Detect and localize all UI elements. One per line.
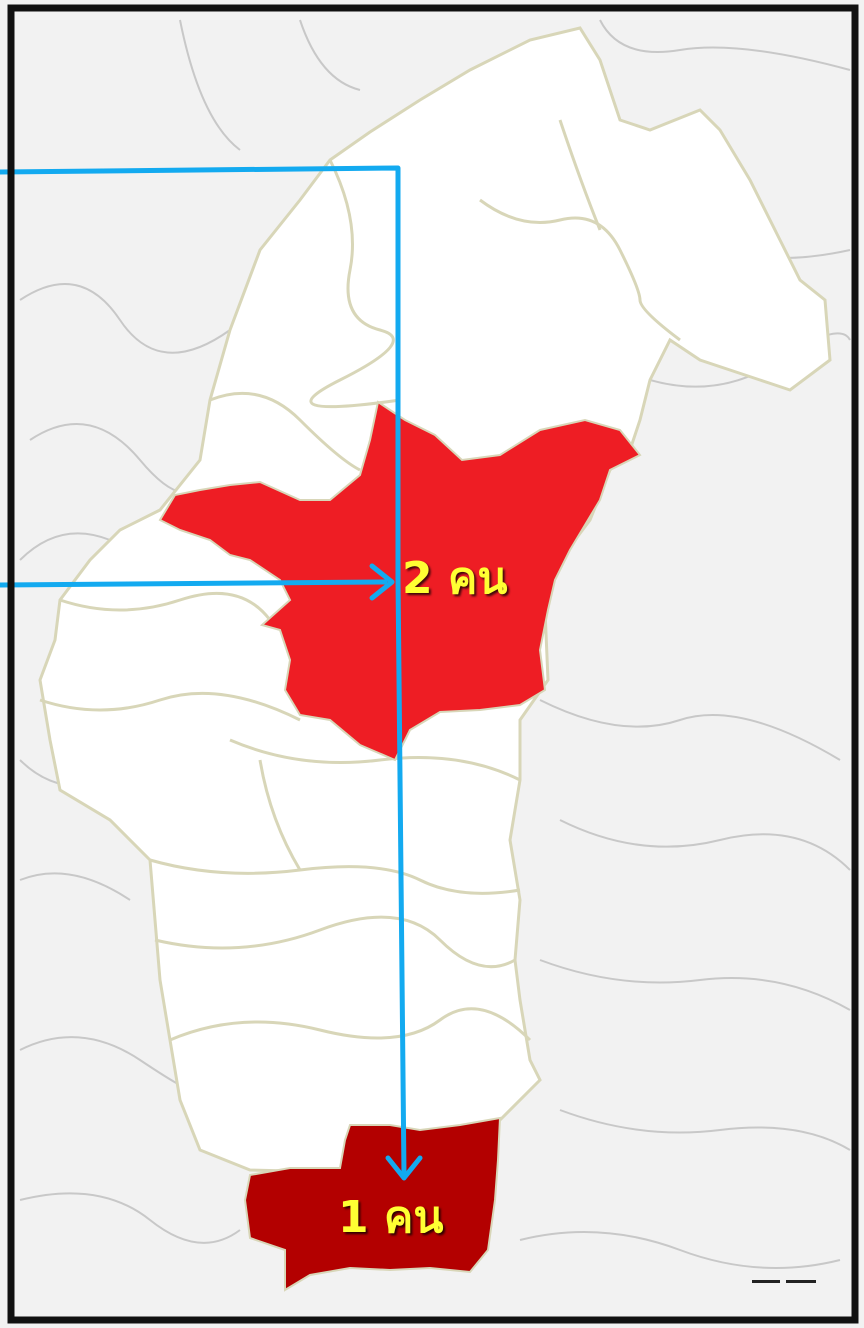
arrows [0,165,423,1181]
arrow-vertical-line [395,575,407,1178]
arrow-top-line [0,165,401,581]
center-count-label: 2 คน [402,553,508,604]
map-frame-border [7,4,859,1324]
scale-bar [752,1280,816,1284]
district-highlight-south [243,1116,502,1292]
arrow-middle-line [0,579,388,588]
scale-bar-segment [752,1280,780,1283]
arrow-head-icon [369,563,395,601]
neighbor-boundaries [19,19,851,1269]
district-borders [39,119,681,1042]
scale-bar-segment [786,1280,816,1283]
south-count-label: 1 คน [338,1192,444,1243]
arrow-head-icon [385,1155,423,1181]
